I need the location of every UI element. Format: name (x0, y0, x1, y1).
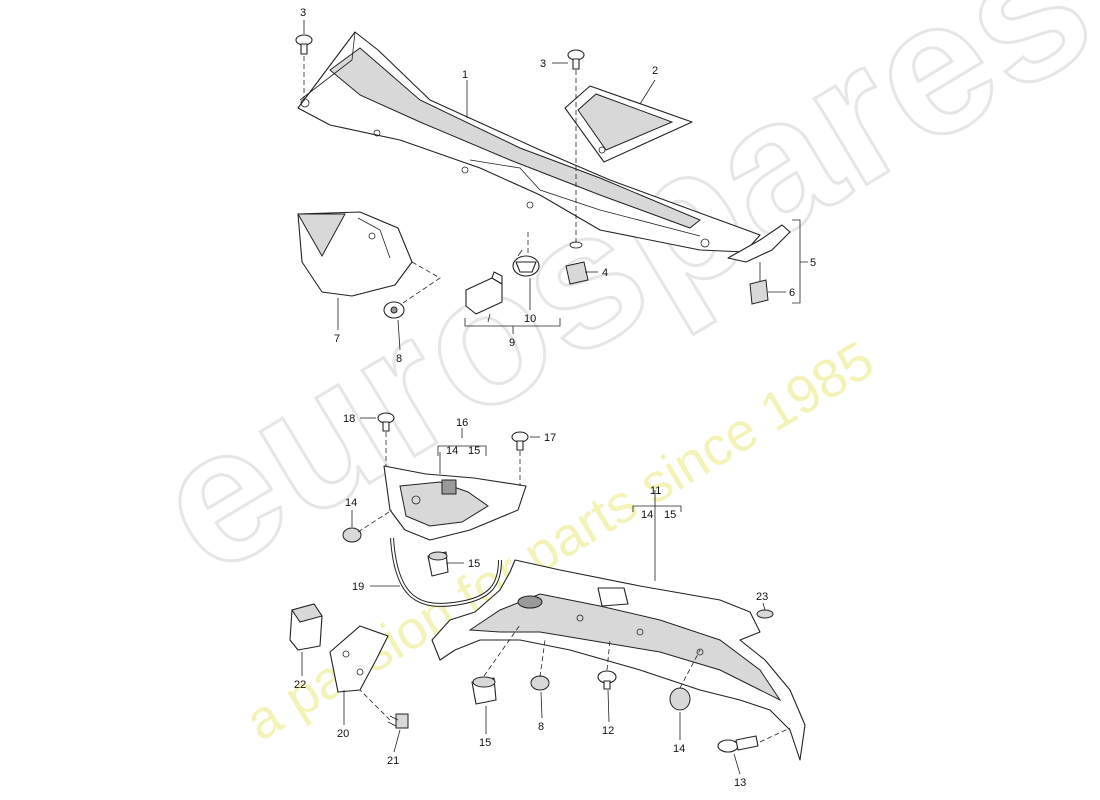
part-cap-22 (289, 603, 323, 651)
callout-19: 19 (352, 581, 364, 593)
callout-11: 11 (650, 485, 661, 497)
callout-16: 16 (456, 417, 468, 429)
part-screw-3b (567, 49, 585, 70)
callout-20: 20 (337, 728, 349, 740)
leader-lines (301, 20, 808, 775)
callout-labels: 1 2 3 3 4 5 6 7 8 9 10 11 14 15 12 13 14… (294, 7, 816, 789)
callout-14b: 14 (673, 743, 685, 755)
part-grommet-14b (669, 687, 691, 711)
callout-18: 18 (343, 413, 355, 425)
part-clip-23 (756, 609, 774, 619)
part-screw-12 (597, 670, 617, 690)
part-nut-8b (530, 675, 550, 691)
callout-23: 23 (756, 591, 768, 603)
part-bracket-20 (329, 625, 389, 693)
callout-14a: 14 (345, 497, 357, 509)
callout-22: 22 (294, 679, 306, 691)
callout-5: 5 (810, 257, 816, 269)
part-heat-shield (383, 465, 527, 541)
part-screw-17 (511, 431, 529, 451)
callout-8a: 8 (396, 353, 402, 365)
part-sensor-10 (512, 249, 540, 277)
part-bolt-21 (387, 713, 409, 729)
callout-12: 12 (602, 725, 614, 737)
part-grommet-14a (342, 527, 362, 543)
part-screw-3a (295, 34, 313, 55)
callout-17: 17 (544, 432, 556, 444)
callout-16-14: 14 (446, 445, 458, 457)
callout-13: 13 (734, 777, 746, 789)
part-cover-mat (564, 85, 693, 163)
callout-15a: 15 (468, 558, 480, 570)
callout-1: 1 (462, 69, 468, 81)
callout-3a: 3 (300, 7, 306, 19)
callout-6: 6 (789, 287, 795, 299)
part-motor-9 (465, 271, 503, 323)
part-screw-18 (377, 412, 395, 432)
callout-15b: 15 (479, 737, 491, 749)
callout-21: 21 (387, 755, 399, 767)
part-clip-4 (565, 241, 589, 285)
callout-11-15: 15 (664, 509, 676, 521)
callout-2: 2 (652, 65, 658, 77)
part-air-duct (297, 211, 413, 297)
callout-3b: 3 (540, 58, 546, 70)
callout-4: 4 (602, 267, 608, 279)
part-plug-15b (471, 676, 497, 705)
part-bolt-13 (717, 735, 759, 753)
part-plug-15a (427, 551, 449, 577)
callout-11-14: 14 (641, 509, 653, 521)
callout-9: 9 (509, 337, 515, 349)
part-nut-8a (383, 301, 405, 319)
part-bracket-5 (727, 224, 791, 305)
callout-10: 10 (524, 313, 536, 325)
callout-7: 7 (334, 333, 340, 345)
callout-16-15: 15 (468, 445, 480, 457)
callout-8b: 8 (538, 721, 544, 733)
part-front-panel (431, 559, 806, 761)
